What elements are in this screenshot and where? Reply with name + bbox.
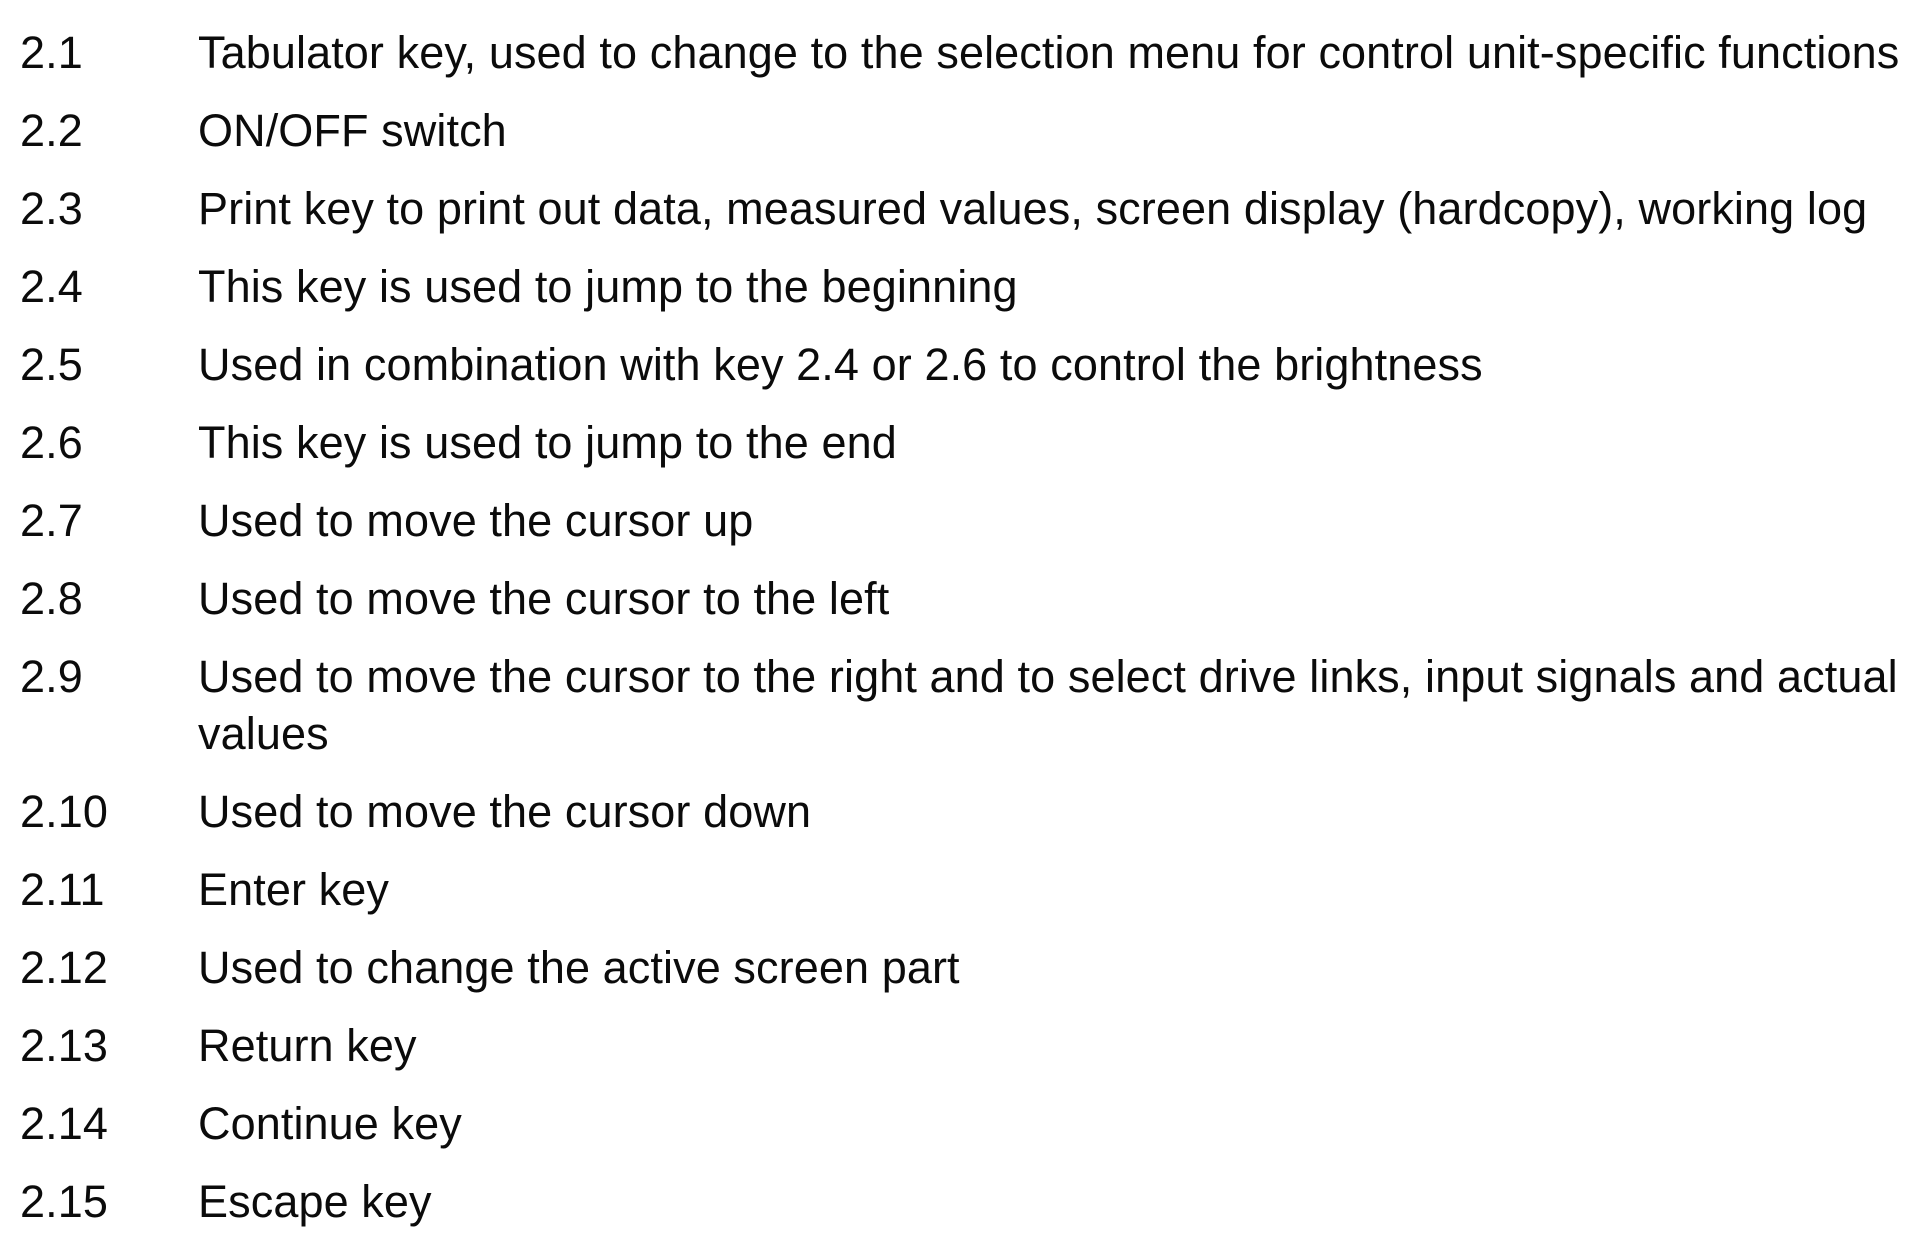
- item-number: 2.14: [20, 1098, 108, 1149]
- list-item: 2.4 This key is used to jump to the begi…: [20, 258, 1912, 315]
- item-number: 2.6: [20, 417, 83, 468]
- item-description: Return key: [198, 1020, 417, 1071]
- item-number: 2.1: [20, 27, 83, 78]
- item-number: 2.7: [20, 495, 83, 546]
- list-item: 2.14 Continue key: [20, 1095, 1912, 1152]
- item-number: 2.12: [20, 942, 108, 993]
- item-number: 2.4: [20, 261, 83, 312]
- item-number: 2.13: [20, 1020, 108, 1071]
- list-item: 2.12 Used to change the active screen pa…: [20, 939, 1912, 996]
- list-item: 2.3 Print key to print out data, measure…: [20, 180, 1912, 237]
- list-item: 2.13 Return key: [20, 1017, 1912, 1074]
- list-item: 2.6 This key is used to jump to the end: [20, 414, 1912, 471]
- item-description: This key is used to jump to the beginnin…: [198, 261, 1018, 312]
- item-number: 2.10: [20, 786, 108, 837]
- item-number: 2.11: [20, 864, 105, 915]
- list-item: 2.11 Enter key: [20, 861, 1912, 918]
- item-description: Used to move the cursor to the right and…: [198, 651, 1898, 759]
- list-item: 2.1 Tabulator key, used to change to the…: [20, 24, 1912, 81]
- item-description: Tabulator key, used to change to the sel…: [198, 27, 1900, 78]
- list-item: 2.10 Used to move the cursor down: [20, 783, 1912, 840]
- item-description: Used to move the cursor to the left: [198, 573, 890, 624]
- list-item: 2.9 Used to move the cursor to the right…: [20, 648, 1912, 762]
- list-item: 2.8 Used to move the cursor to the left: [20, 570, 1912, 627]
- item-number: 2.3: [20, 183, 83, 234]
- item-description: ON/OFF switch: [198, 105, 507, 156]
- item-description: Continue key: [198, 1098, 462, 1149]
- item-description: Print key to print out data, measured va…: [198, 183, 1868, 234]
- list-item: 2.15 Escape key: [20, 1173, 1912, 1230]
- key-function-list: 2.1 Tabulator key, used to change to the…: [20, 24, 1912, 1230]
- list-item: 2.2 ON/OFF switch: [20, 102, 1912, 159]
- item-description: Used in combination with key 2.4 or 2.6 …: [198, 339, 1483, 390]
- item-description: Used to move the cursor up: [198, 495, 754, 546]
- item-number: 2.15: [20, 1176, 108, 1227]
- item-description: Used to move the cursor down: [198, 786, 812, 837]
- list-item: 2.5 Used in combination with key 2.4 or …: [20, 336, 1912, 393]
- item-description: Used to change the active screen part: [198, 942, 960, 993]
- item-number: 2.9: [20, 651, 83, 702]
- item-description: Enter key: [198, 864, 389, 915]
- item-number: 2.5: [20, 339, 83, 390]
- list-item: 2.7 Used to move the cursor up: [20, 492, 1912, 549]
- item-description: Escape key: [198, 1176, 432, 1227]
- item-number: 2.2: [20, 105, 83, 156]
- item-number: 2.8: [20, 573, 83, 624]
- item-description: This key is used to jump to the end: [198, 417, 897, 468]
